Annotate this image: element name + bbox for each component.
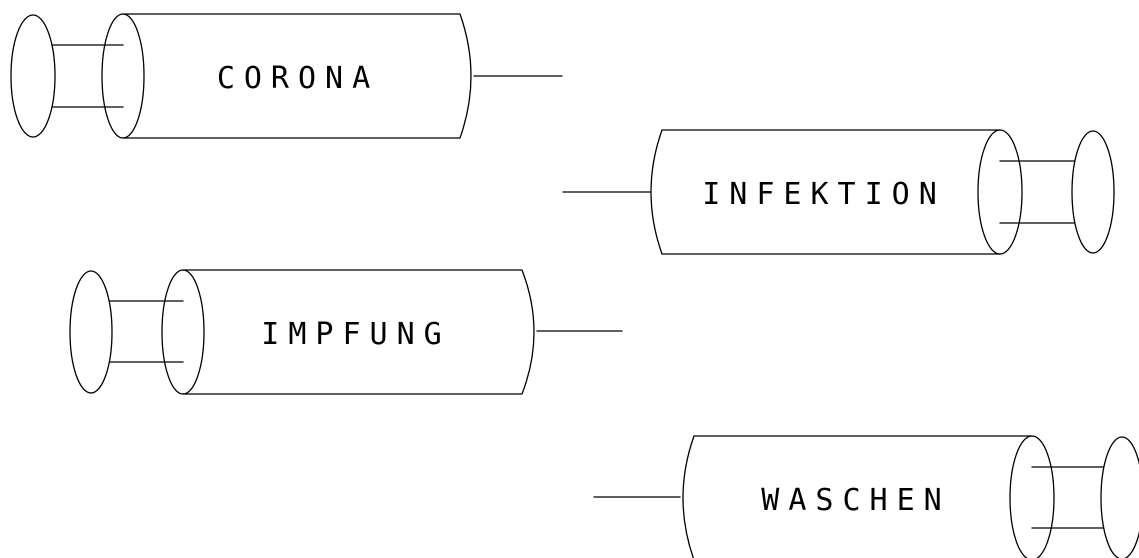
syringe-waschen: WASCHEN [593,435,1139,558]
plunger-thumb-rest [1100,436,1139,558]
plunger-thumb-rest [1071,130,1115,254]
barrel-flange [977,129,1023,255]
syringe-label-impfung: IMPFUNG [261,317,450,352]
barrel-flange [101,13,145,139]
syringe-corona: CORONA [10,13,563,139]
barrel [122,13,472,139]
barrel-flange [161,269,205,395]
barrel-flange [1009,435,1055,558]
syringe-impfung: IMPFUNG [69,269,623,395]
barrel [650,129,1001,255]
barrel [682,435,1033,558]
syringe-label-infektion: INFEKTION [702,177,946,212]
plunger-thumb-rest [69,270,113,394]
barrel [182,269,535,395]
syringe-label-corona: CORONA [217,61,379,96]
syringe-infektion: INFEKTION [562,129,1115,255]
plunger-thumb-rest [10,14,56,138]
syringe-label-waschen: WASCHEN [761,483,950,518]
